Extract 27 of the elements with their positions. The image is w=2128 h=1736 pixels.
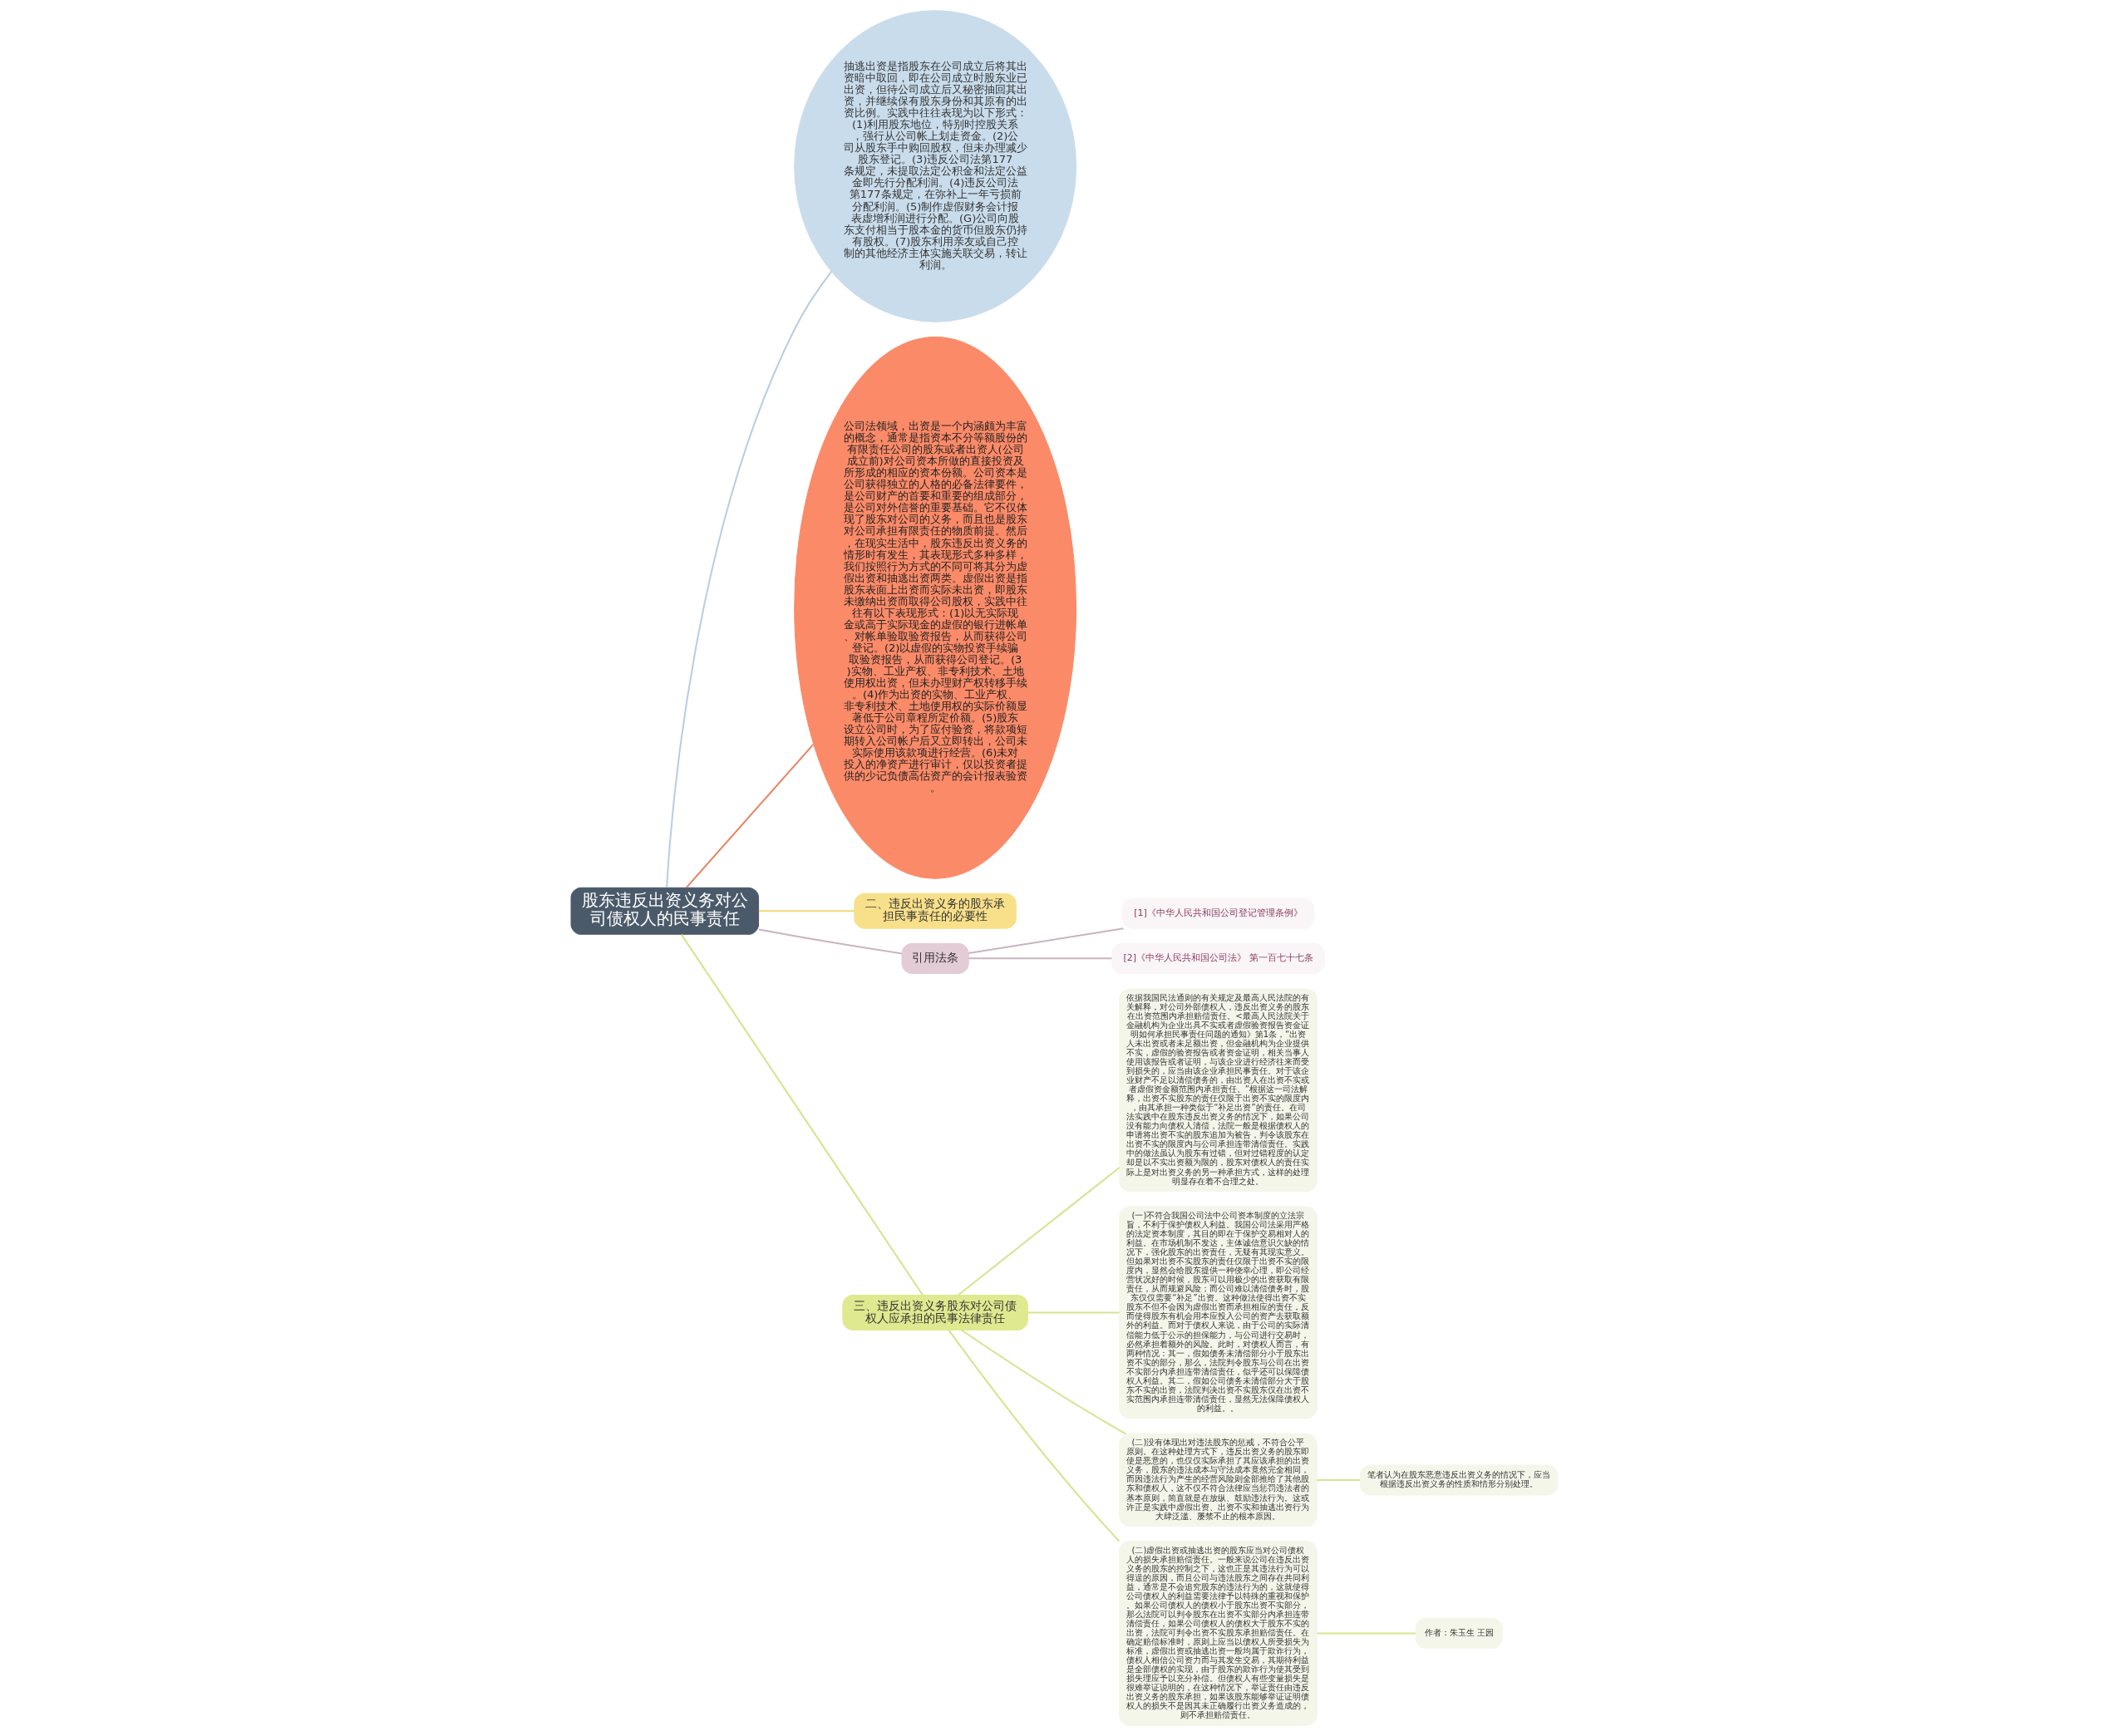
connector [957,1167,1120,1296]
node-box: [1]《中华人民共和国公司登记管理条例》 [1121,898,1314,929]
connector [1316,1478,1360,1481]
connector [948,1329,1120,1542]
connector [1027,1311,1119,1314]
node-box: 股东违反出资义务对公司债权人的民事责任 [570,887,759,935]
node-box: (一)不符合我国公司法中公司资本制度的立法宗旨，不利于保护债权人利益。我国公司法采用严格的法定资本制度，其目的即在于保护交易相对人的利益。在市场机制不发达，主体诚信意识欠缺的情况下，强化股东的出资责任，无疑有其现实意义。但如果对出资不实股东的责任仅限于出资不实的限度内，显然会给股东提供一种侥幸心理，即公司经营状况好的时候，股东可以用极少的出资获取有限责任，从而规避风险；而公司难以清偿债务时，股东仅仅需要“补足”出资。这种做法使得出资不实股东不但不会因为虚假出资而承担相应的责任，反而使得股东有机会用本应投入公司的资产去获取额外的利益。而对于债权人来说，由于公司的实际清偿能力低于公示的担保能力，与公司进行交易时，必然承担着额外的风险。此时，对债权人而言，有两种情况：其一，假如债务未清偿部分小于股东出资不实的部分，那么，法院判令股东与公司在出资不实部分内承担连带清偿责任，似乎还可以保障债权人利益。其二，假如公司债务未清偿部分大于股东不实的出资，法院判决出资不实股东仅在出资不实范围内承担连带清偿责任，显然无法保障债权人的利益。。 [1118,1206,1318,1419]
node-ellipse: 公司法领域，出资是一个内涵颇为丰富的概念，通常是指资本不分等额股份的有限责任公司的股东或者出资人(公司成立前)对公司资本所做的直接投资及所形成的相应的资本份额。公司资本是公司获得独立的人格的必备法律要件，是公司财产的首要和重要的组成部分，是公司对外信誉的重要基础。它不仅体现了股东对公司的义务，而且也是股东对公司承担有限责任的物质前提。然后，在现实生活中，股东违反出资义务的情形时有发生，其表现形式多种多样，我们按照行为方式的不同可将其分为虚假出资和抽逃出资两类。虚假出资是指股东表面上出资而实际未出资，即股东未缴纳出资而取得公司股权，实践中往往有以下表现形式：(1)以无实际现金或高于实际现金的虚假的银行进帐单、对帐单验取验资报告，从而获得公司登记。(2)以虚假的实物投资手续骗取验资报告，从而获得公司登记。(3)实物、工业产权、非专利技术、土地使用权出资，但未办理财产权转移手续。(4)作为出资的实物、工业产权、非专利技术、土地使用权的实际价额显著低于公司章程所定价额。(5)股东设立公司时，为了应付验资，将款项短期转入公司帐户后又立即转出，公司未实际使用该款项进行经营。(6)未对投入的净资产进行审计，仅以投资者提供的少记负债高估资产的会计报表验资。 [793,336,1076,879]
node-box: 引用法条 [901,942,969,974]
connector [680,934,924,1296]
connector [758,928,902,955]
node-box: 三、违反出资义务股东对公司债权人应承担的民事法律责任 [841,1294,1028,1330]
connector [665,271,832,888]
node-box: 作者：朱玉生 王园 [1415,1617,1503,1649]
connector [968,957,1111,960]
connector [1316,1632,1416,1635]
node-box: (二)没有体现出对违法股东的惩戒，不符合公平原则。在这种处理方式下，违反出资义务的股东即使是恶意的，也仅仅实际承担了其应该承担的出资义务，股东的违法成本与守法成本竟然完全相同，而因违法行为产生的经营风险则全部推给了其他股东和债权人，这不仅不符合法律应当惩罚违法者的基本原则，简直就是在放纵、鼓励违法行为。这或许正是实践中虚假出资、出资不实和抽逃出资行为大肆泛滥、屡禁不止的根本原因。 [1118,1433,1318,1527]
connector [685,744,814,888]
node-box: [2]《中华人民共和国公司法》 第一百七十七条 [1111,942,1325,974]
node-box: 二、违反出资义务的股东承担民事责任的必要性 [853,893,1017,929]
node-box: 笔者认为在股东恶意违反出资义务的情况下，应当根据违反出资义务的性质和情形分别处理。 [1359,1464,1558,1496]
node-circle: 抽逃出资是指股东在公司成立后将其出资暗中取回，即在公司成立时股东业已出资，但待公司成立后又秘密抽回其出资，并继续保有股东身份和其原有的出资比例。实践中往往表现为以下形式：(1)利用股东地位，特别时控股关系，强行从公司帐上划走资金。(2)公司从股东手中购回股权，但未办理减少股东登记。(3)违反公司法第177条规定，未提取法定公积金和法定公益金即先行分配利润。(4)违反公司法第177条规定，在弥补上一年亏损前分配利润。(5)制作虚假财务会计报表虚增利润进行分配。(G)公司向股东支付相当于股本金的货币但股东仍持有股权。(7)股东利用亲友或自己控制的其他经济主体实施关联交易，转让利润。 [793,10,1076,322]
connector [758,910,855,912]
connector [960,1329,1126,1435]
node-box: (二)虚假出资或抽逃出资的股东应当对公司债权人的损失承担赔偿责任。一般来说公司在违反出资义务的股东的控制之下，这也正是其违法行为可以得逞的原因，而且公司与违法股东之间存在共同利益，通常是不会追究股东的违法行为的，这就使得公司债权人的利益需要法律予以特殊的重视和保护。如果公司债权人的债权小于股东出资不实部分，那么法院可以判令股东在出资不实部分内承担连带清偿责任，如果公司债权人的债权大于股东不实的出资，法院可判令出资不实股东承担赔偿责任。在确定赔偿标准时，原则上应当以债权人所受损失为标准，虚假出资或抽逃出资一般均属于欺诈行为，债权人相信公司资力而与其发生交易，其期待利益是全部债权的实现，由于股东的欺诈行为使其受到损失理应予以充分补偿。但债权人有些变量损失是很难举证说明的，在这种情况下，举证责任由违反出资义务的股东承担，如果该股东能够举证证明债权人的损失不是因其未正确履行出资义务造成的，则不承担赔偿责任。 [1118,1541,1318,1726]
node-box: 依据我国民法通则的有关规定及最高人民法院的有关解释，对公司外部债权人，违反出资义务的股东在出资范围内承担赔偿责任。<最高人民法院关于金融机构为企业出具不实或者虚假验资报告资金证明如何承担民事责任问题的通知》第1条，“出资人未出资或者未足额出资，但金融机构为企业提供不实，虚假的验资报告或者资金证明，相关当事人使用该报告或者证明，与该企业进行经济往来而受到损失的，应当由该企业承担民事责任。对于该企业财产不足以清偿债务的，由出资人在出资不实或者虚假资金额范围内承担责任。”根据这一司法解释，出资不实股东的责任仅限于出资不实的限度内，由其承担一种类似于“补足出资”的责任。在司法实践中在股东违反出资义务的情况下，如果公司没有能力向债权人清偿，法院一般是根据债权人的申请将出资不实的股东追加为被告，判令该股东在出资不实的限度内与公司承担连带清偿责任。实践中的做法虽认为股东有过错，但对过错程度的认定却是以不实出资额为限的，股东对债权人的责任实际上是对出资义务的另一种承担方式，这样的处理明显存在着不合理之处。 [1118,988,1318,1193]
connector [968,927,1124,955]
